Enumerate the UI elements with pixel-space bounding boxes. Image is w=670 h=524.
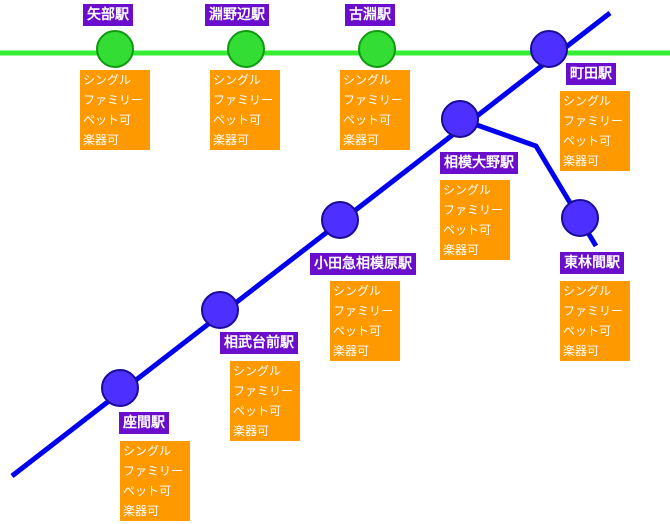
tag-instrument-ok[interactable]: 楽器可 (443, 243, 480, 257)
station-node-sagamihara[interactable] (321, 201, 359, 239)
station-tags-sobudai: シングル ファミリー ペット可 楽器可 (230, 361, 300, 441)
tag-instrument-ok[interactable]: 楽器可 (213, 133, 250, 147)
tag-single[interactable]: シングル (563, 94, 612, 108)
tag-instrument-ok[interactable]: 楽器可 (123, 504, 160, 518)
tag-family[interactable]: ファミリー (563, 114, 624, 128)
tag-family[interactable]: ファミリー (333, 304, 394, 318)
tag-pet-ok[interactable]: ペット可 (123, 484, 172, 498)
tag-single[interactable]: シングル (213, 73, 262, 87)
station-node-sagamiono[interactable] (441, 100, 479, 138)
tag-instrument-ok[interactable]: 楽器可 (563, 154, 600, 168)
tag-pet-ok[interactable]: ペット可 (563, 324, 612, 338)
station-node-zama[interactable] (101, 369, 139, 407)
station-label-sagamihara[interactable]: 小田急相模原駅 (310, 253, 416, 275)
station-tags-fuchinobe: シングル ファミリー ペット可 楽器可 (210, 70, 280, 150)
station-label-sobudai[interactable]: 相武台前駅 (220, 332, 298, 354)
tag-family[interactable]: ファミリー (123, 464, 184, 478)
tag-pet-ok[interactable]: ペット可 (333, 324, 382, 338)
tag-single[interactable]: シングル (123, 444, 172, 458)
tag-single[interactable]: シングル (83, 73, 132, 87)
tag-family[interactable]: ファミリー (213, 93, 274, 107)
tag-pet-ok[interactable]: ペット可 (563, 134, 612, 148)
station-tags-sagamihara: シングル ファミリー ペット可 楽器可 (330, 281, 400, 361)
station-node-higashirinkan[interactable] (561, 199, 599, 237)
tag-instrument-ok[interactable]: 楽器可 (333, 344, 370, 358)
tag-pet-ok[interactable]: ペット可 (233, 404, 282, 418)
tag-instrument-ok[interactable]: 楽器可 (563, 344, 600, 358)
station-node-fuchinobe[interactable] (227, 30, 265, 68)
station-label-machida[interactable]: 町田駅 (566, 63, 616, 85)
station-tags-machida: シングル ファミリー ペット可 楽器可 (560, 91, 630, 171)
tag-single[interactable]: シングル (233, 364, 282, 378)
tag-pet-ok[interactable]: ペット可 (83, 113, 132, 127)
tag-single[interactable]: シングル (563, 284, 612, 298)
station-node-yabe[interactable] (96, 30, 134, 68)
station-tags-zama: シングル ファミリー ペット可 楽器可 (120, 441, 190, 521)
station-node-kobuchi[interactable] (358, 30, 396, 68)
tag-family[interactable]: ファミリー (83, 93, 144, 107)
tag-pet-ok[interactable]: ペット可 (213, 113, 262, 127)
tag-instrument-ok[interactable]: 楽器可 (233, 424, 270, 438)
tag-instrument-ok[interactable]: 楽器可 (83, 133, 120, 147)
station-label-yabe[interactable]: 矢部駅 (83, 4, 133, 26)
station-tags-kobuchi: シングル ファミリー ペット可 楽器可 (340, 70, 410, 150)
station-node-sobudai[interactable] (201, 291, 239, 329)
tag-family[interactable]: ファミリー (443, 203, 504, 217)
station-tags-higashirinkan: シングル ファミリー ペット可 楽器可 (560, 281, 630, 361)
tag-instrument-ok[interactable]: 楽器可 (343, 133, 380, 147)
station-label-kobuchi[interactable]: 古淵駅 (345, 4, 395, 26)
station-label-higashirinkan[interactable]: 東林間駅 (560, 252, 624, 274)
tag-single[interactable]: シングル (343, 73, 392, 87)
station-label-fuchinobe[interactable]: 淵野辺駅 (205, 4, 269, 26)
tag-family[interactable]: ファミリー (233, 384, 294, 398)
station-node-machida[interactable] (530, 30, 568, 68)
station-tags-yabe: シングル ファミリー ペット可 楽器可 (80, 70, 150, 150)
station-tags-sagamiono: シングル ファミリー ペット可 楽器可 (440, 180, 510, 260)
tag-family[interactable]: ファミリー (563, 304, 624, 318)
station-label-sagamiono[interactable]: 相模大野駅 (440, 152, 518, 174)
tag-single[interactable]: シングル (443, 183, 492, 197)
tag-pet-ok[interactable]: ペット可 (443, 223, 492, 237)
station-label-zama[interactable]: 座間駅 (119, 412, 169, 434)
tag-pet-ok[interactable]: ペット可 (343, 113, 392, 127)
tag-single[interactable]: シングル (333, 284, 382, 298)
tag-family[interactable]: ファミリー (343, 93, 404, 107)
